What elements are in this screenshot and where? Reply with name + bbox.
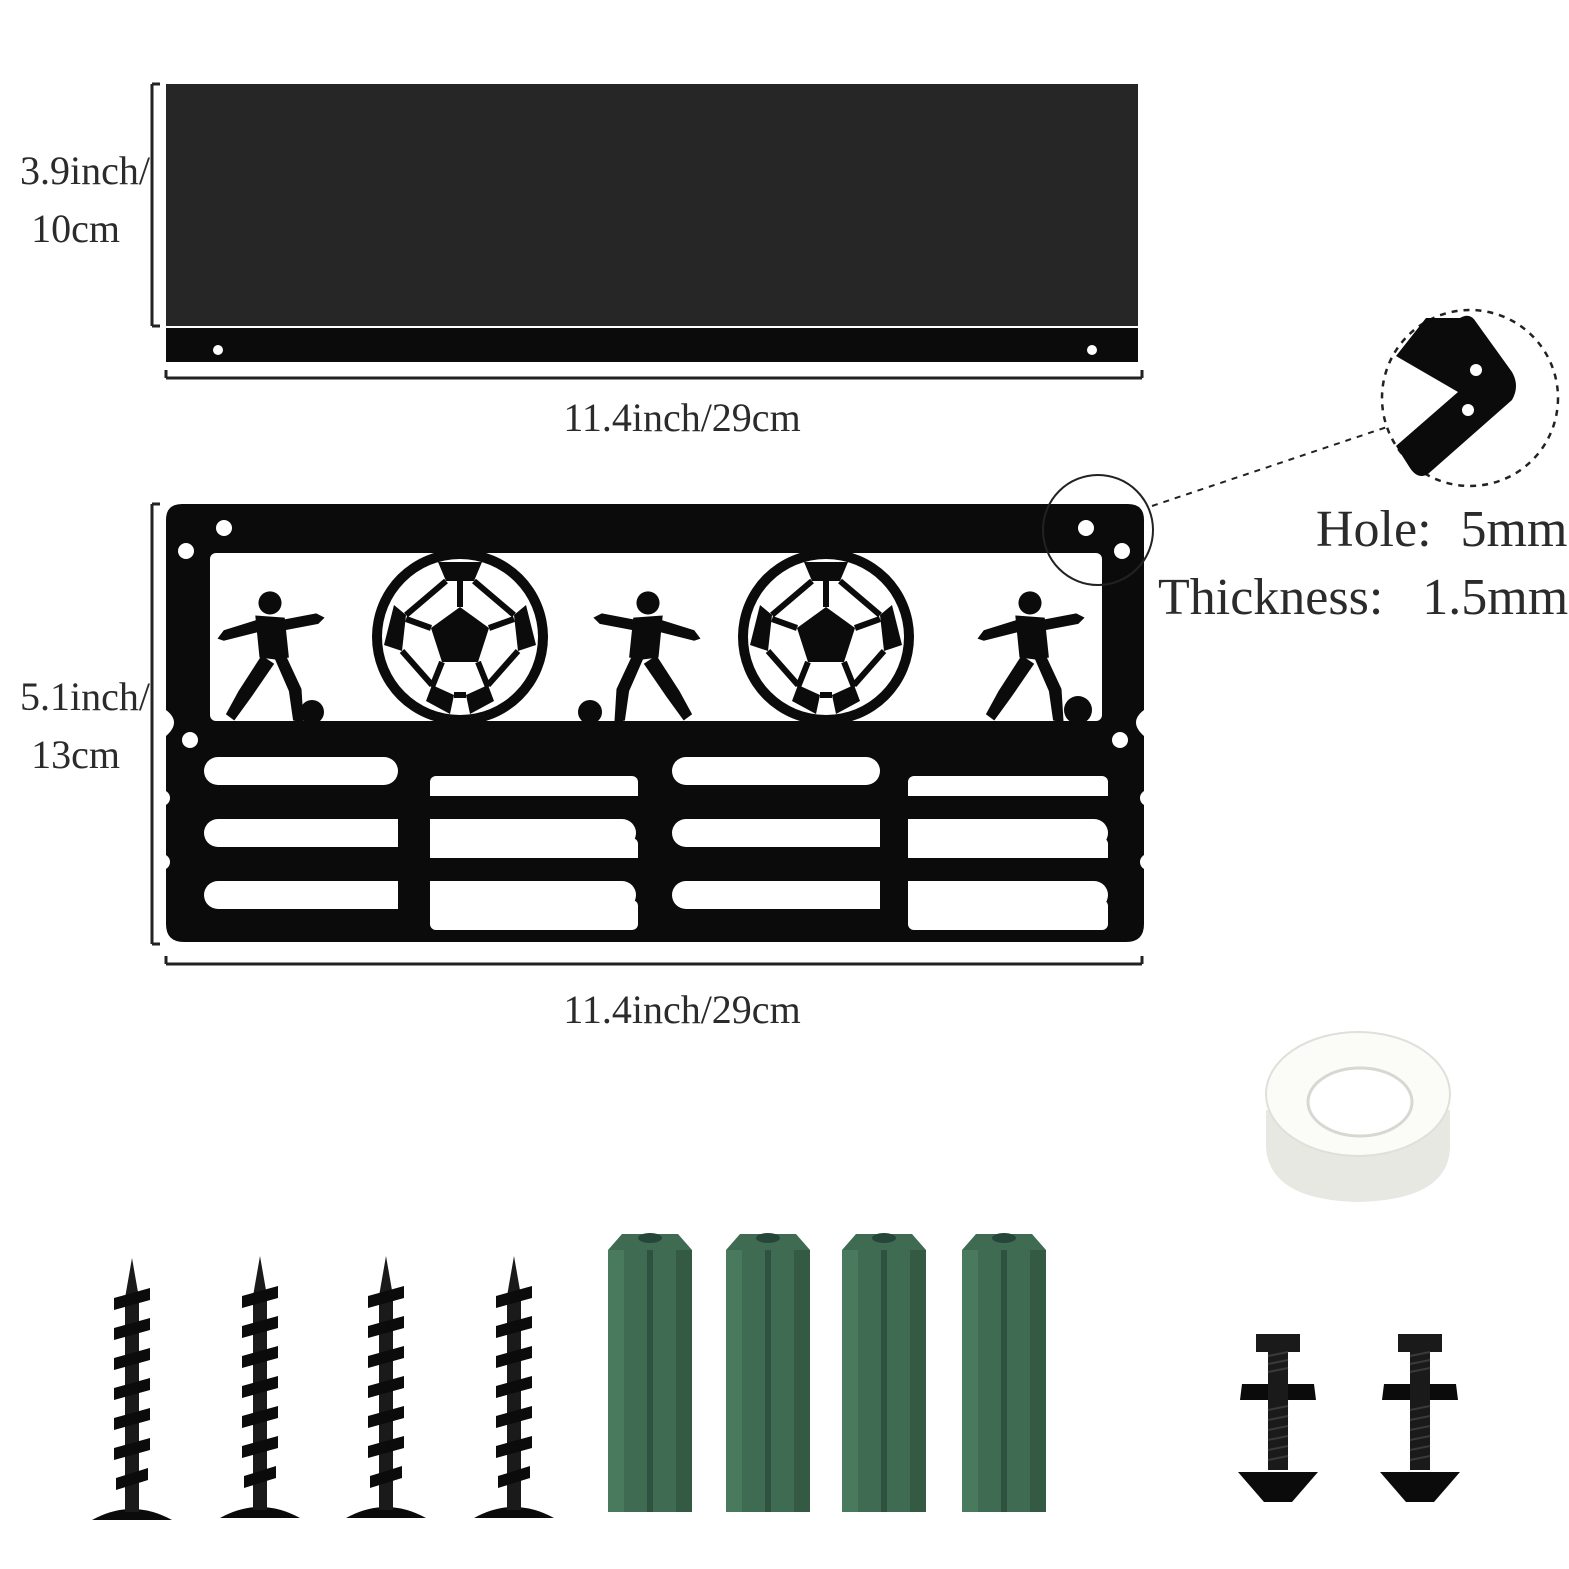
nylon-spacer	[1265, 1031, 1451, 1202]
wood-screw-set	[92, 1256, 554, 1520]
shelf-height-bracket	[150, 82, 160, 328]
hanger-height-inch: 5.1inch/	[20, 674, 150, 719]
wall-anchor-set	[608, 1233, 1046, 1512]
hole-spec-value: 5mm	[1460, 501, 1568, 558]
shelf-drawing	[166, 84, 1138, 362]
hanger-height-cm: 13cm	[31, 732, 120, 777]
bolt-with-nut-2	[1379, 1333, 1461, 1503]
soccer-ball-2	[738, 549, 914, 725]
wall-anchor-1	[608, 1233, 692, 1512]
thickness-spec: Thickness: 1.5mm	[1158, 568, 1568, 627]
shelf-width-label: 11.4inch/29cm	[563, 395, 801, 440]
wood-screw-1	[92, 1258, 172, 1520]
bolt-with-nut-1	[1237, 1333, 1319, 1503]
hanger-height-label: 5.1inch/ 13cm	[0, 668, 150, 784]
wall-anchor-4	[962, 1233, 1046, 1512]
player-silhouette-2	[578, 591, 701, 724]
wall-anchor-2	[726, 1233, 810, 1512]
shelf-height-label: 3.9inch/ 10cm	[0, 142, 150, 258]
corner-detail-callout	[1042, 308, 1560, 586]
wood-screw-2	[220, 1256, 300, 1518]
medal-hanger-drawing	[154, 504, 1156, 942]
bolt-set	[1237, 1333, 1461, 1503]
shelf-mount-hole-left	[213, 345, 223, 355]
hole-spec: Hole: 5mm	[1316, 500, 1567, 559]
wall-anchor-3	[842, 1233, 926, 1512]
hanger-width-label: 11.4inch/29cm	[563, 987, 801, 1032]
wood-screw-3	[346, 1256, 426, 1518]
hanger-slot-dividers	[180, 776, 1132, 934]
shelf-mount-hole-right	[1087, 345, 1097, 355]
player-silhouette-1	[217, 591, 325, 724]
shelf-height-inch: 3.9inch/	[20, 148, 150, 193]
thickness-spec-value: 1.5mm	[1422, 569, 1569, 626]
hanger-width-bracket	[164, 956, 1144, 966]
player-silhouette-3	[977, 591, 1092, 724]
shelf-width-bracket	[164, 370, 1144, 380]
shelf-height-cm: 10cm	[31, 206, 120, 251]
shelf-mount-strip	[166, 328, 1138, 362]
soccer-ball-1	[372, 549, 548, 725]
wood-screw-4	[474, 1256, 554, 1518]
thickness-spec-label: Thickness:	[1158, 569, 1384, 626]
hole-spec-label: Hole:	[1316, 501, 1432, 558]
hanger-height-bracket	[150, 502, 160, 946]
corner-detail-bracket	[1396, 315, 1516, 476]
shelf-panel	[166, 84, 1138, 326]
